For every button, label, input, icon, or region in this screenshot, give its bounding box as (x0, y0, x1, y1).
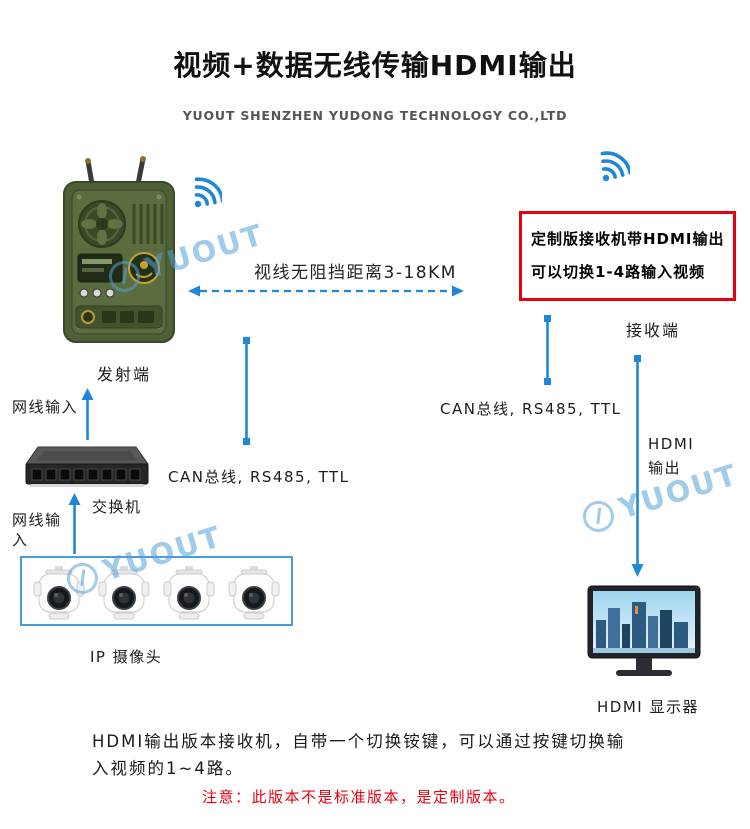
footer-description-line1: HDMI输出版本接收机，自带一个切换铵键，可以通过按键切换输 (92, 732, 626, 751)
arrow-switch-to-transmitter (81, 388, 94, 440)
hdmi-monitor-label: HDMI 显示器 (597, 698, 699, 716)
receiver-spec-box: 定制版接收机带HDMI输出 可以切换1-4路输入视频 (519, 211, 736, 301)
footer-description: HDMI输出版本接收机，自带一个切换铵键，可以通过按键切换输 入视频的1~4路。 (92, 728, 682, 782)
hdmi-output-label: HDMI 输出 (648, 432, 694, 480)
ip-camera-label: IP 摄像头 (90, 648, 163, 666)
hdmi-monitor-illustration (586, 584, 702, 692)
switch-label: 交换机 (92, 498, 142, 516)
network-switch-illustration (24, 437, 150, 495)
hdmi-output-label-line1: HDMI (648, 435, 695, 453)
net-input-label-bottom: 网线输入 (12, 511, 62, 550)
ip-camera-illustration (228, 566, 280, 620)
ip-camera-group (20, 556, 293, 626)
net-input-label-top: 网线输入 (12, 398, 79, 416)
receiver-spec-line1: 定制版接收机带HDMI输出 (531, 230, 725, 248)
ip-camera-illustration (98, 566, 150, 620)
company-subtitle: YUOUT SHENZHEN YUDONG TECHNOLOGY CO.,LTD (182, 108, 568, 123)
arrow-receiver-to-monitor (631, 355, 644, 577)
receiver-end-label: 接收端 (626, 321, 681, 340)
transmitter-end-label: 发射端 (97, 365, 152, 384)
wifi-signal-icon (582, 146, 633, 196)
wifi-signal-icon (174, 172, 225, 222)
arrow-cameras-to-switch (68, 493, 81, 554)
canbus-label-left: CAN总线, RS485, TTL (168, 468, 350, 486)
distance-label: 视线无阻挡距离3-18KM (254, 263, 457, 283)
hdmi-output-label-line2: 输出 (648, 459, 682, 477)
distance-dashed-line (188, 285, 464, 297)
receiver-spec-line2: 可以切换1-4路输入视频 (531, 263, 706, 281)
footer-note: 注意：此版本不是标准版本，是定制版本。 (202, 788, 516, 806)
connector-receiver-serial-line (544, 315, 551, 385)
ip-camera-illustration (33, 566, 85, 620)
page-title: 视频+数据无线传输HDMI输出 (173, 49, 577, 82)
ip-camera-illustration (163, 566, 215, 620)
yuout-logo-icon (578, 496, 618, 536)
connector-transmitter-serial-line (243, 337, 250, 445)
footer-description-line2: 入视频的1~4路。 (92, 759, 244, 779)
transmitter-device-illustration (58, 156, 180, 352)
canbus-label-right: CAN总线, RS485, TTL (440, 400, 622, 418)
